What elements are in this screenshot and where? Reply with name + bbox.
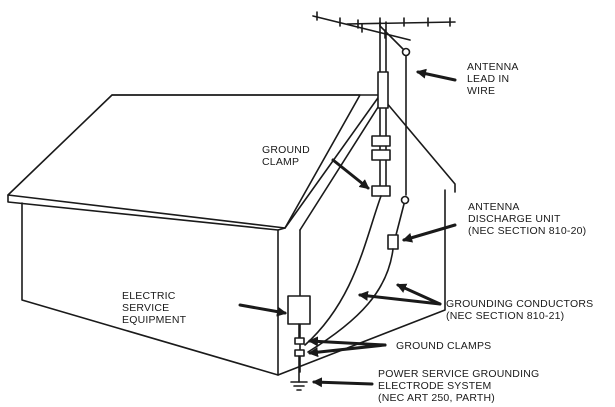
arrow-antenna-lead: [416, 68, 457, 82]
label-electric-service: ELECTRIC SERVICE EQUIPMENT: [122, 290, 187, 326]
discharge-unit-box: [387, 234, 399, 250]
label-antenna-lead: ANTENNA LEAD IN WIRE: [467, 61, 521, 97]
arrow-electrode-system: [312, 377, 374, 388]
label-ground-clamp: GROUND CLAMP: [262, 144, 313, 168]
label-grounding-conductors: GROUNDING CONDUCTORS (NEC SECTION 810-21…: [446, 298, 596, 322]
electric-service-equipment: [287, 295, 311, 391]
arrow-ground-clamp: [331, 158, 370, 190]
arrow-electric-service: [238, 303, 287, 317]
arrow-grounding-conductor-1: [396, 283, 442, 306]
house-roof: [7, 94, 456, 231]
lead-in-wire: [387, 55, 410, 250]
antenna: [312, 11, 456, 197]
arrow-discharge-unit: [402, 223, 457, 243]
arrow-grounding-conductor-2: [358, 290, 442, 306]
grounding-conductors: [304, 195, 394, 353]
arrow-ground-clamp-1: [308, 336, 387, 347]
label-ground-clamps: GROUND CLAMPS: [396, 340, 491, 352]
label-electrode-system: POWER SERVICE GROUNDING ELECTRODE SYSTEM…: [378, 368, 542, 404]
label-discharge-unit: ANTENNA DISCHARGE UNIT (NEC SECTION 810-…: [468, 201, 586, 237]
arrow-ground-clamp-2: [308, 343, 387, 358]
